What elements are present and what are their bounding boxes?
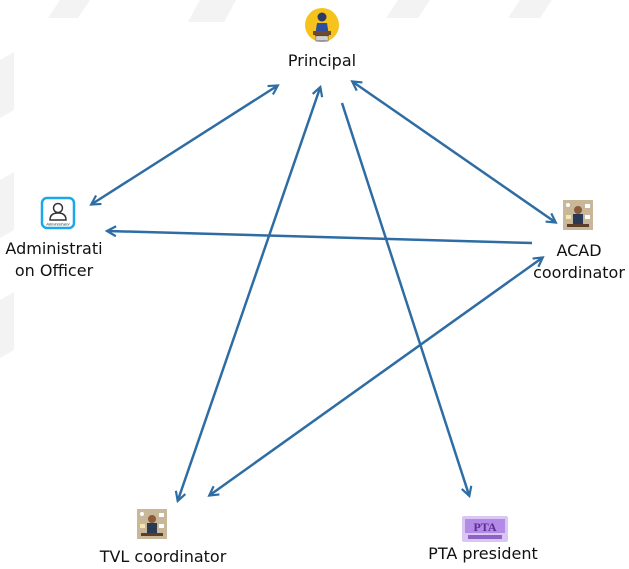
acad-label-line2: coordinator: [533, 263, 625, 282]
principal-icon: [305, 8, 339, 42]
acad-busy-worker-icon: [563, 200, 593, 230]
tvl-busy-worker-icon: [137, 509, 167, 539]
pta-icon: PTA: [462, 516, 508, 542]
arrow-principal-tvl: [178, 88, 320, 500]
admin-label-line1: Administrati: [5, 239, 103, 258]
admin-label-line2: on Officer: [14, 261, 94, 280]
arrow-principal-acad: [353, 82, 555, 222]
admin-label: Administrati on Officer: [4, 238, 104, 282]
acad-label: ACAD coordinator: [529, 240, 629, 284]
tvl-label: TVL coordinator: [99, 547, 227, 566]
arrow-acad-tvl: [210, 258, 542, 495]
principal-label: Principal: [287, 51, 357, 70]
arrow-principal-pta: [340, 102, 469, 495]
arrow-acad-admin: [108, 231, 533, 245]
pta-label: PTA president: [428, 544, 538, 563]
svg-text:Administrator: Administrator: [45, 222, 70, 227]
svg-text:PTA: PTA: [473, 520, 496, 534]
arrow-principal-admin: [92, 86, 277, 204]
administrator-icon: Administrator: [40, 196, 76, 230]
acad-label-line1: ACAD: [556, 241, 602, 260]
